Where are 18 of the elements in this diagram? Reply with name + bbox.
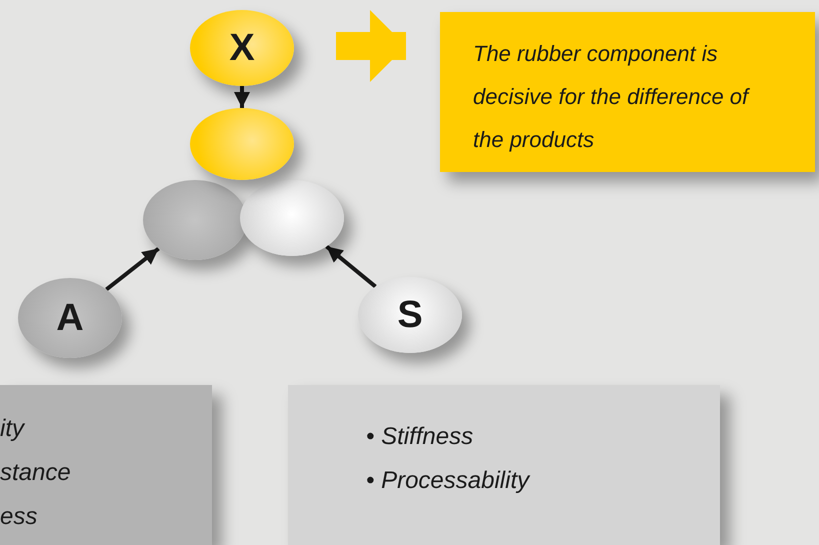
arrow [325,244,377,288]
bullet-item: • Processability [366,466,530,496]
node-letter: A [56,299,84,337]
callout-text: The rubber component is decisive for the difference of the products [473,40,751,154]
property-text: ess [0,502,38,532]
node-letter: X [229,29,255,67]
ellipse [240,180,344,256]
property-panel [288,385,720,545]
node-letter: S [397,296,423,334]
callout-box [440,12,815,172]
arrow [105,246,160,292]
property-text: stance [0,458,71,488]
bullet-item: • Stiffness [366,422,474,452]
arrow [234,86,250,108]
letter-ellipse [18,278,122,358]
property-text: ity [0,414,24,444]
property-panel [0,385,212,545]
block-arrow [336,10,406,82]
